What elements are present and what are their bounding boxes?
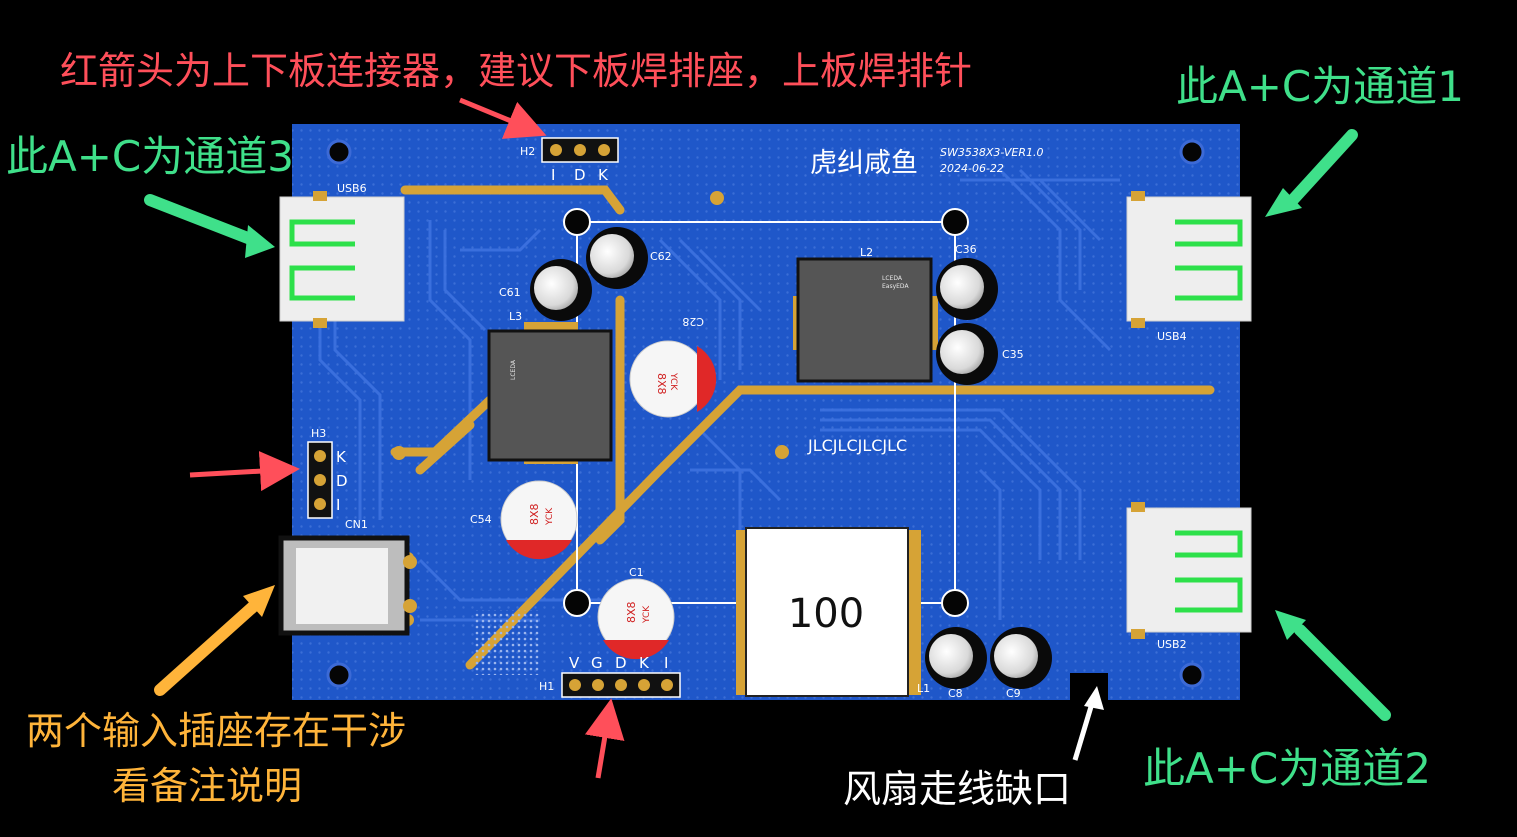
h1-header <box>561 672 681 698</box>
h1-ref: H1 <box>539 680 554 693</box>
input-note-line2: 看备注说明 <box>112 764 303 808</box>
c8-ref: C8 <box>948 687 963 700</box>
mounting-holes <box>326 139 1205 688</box>
cap-marking-c1: 8X8 <box>625 601 638 623</box>
cap-brand-c28: YCK <box>668 372 678 391</box>
l1-ref: L1 <box>917 682 930 695</box>
cap-brand-c54: YCK <box>545 507 555 526</box>
input-note-line1: 两个输入插座存在干涉 <box>26 709 407 753</box>
h3-ref: H3 <box>311 427 326 440</box>
cap-marking-c28: 8X8 <box>655 373 668 395</box>
via-grid <box>475 610 540 675</box>
usb6-ref: USB6 <box>337 182 367 195</box>
h2-pin-1: I <box>551 166 555 184</box>
chip-mark-l2-b: EasyEDA <box>882 283 909 290</box>
h3-pin-3: I <box>336 496 340 514</box>
h3-pin-1: K <box>336 448 347 466</box>
inductor-l3 <box>487 322 613 464</box>
c1-ref: C1 <box>629 566 644 579</box>
usb2-ref: USB2 <box>1157 638 1187 651</box>
c35-ref: C35 <box>1002 348 1024 361</box>
inductor-value: 100 <box>788 591 864 637</box>
cn1-connector <box>278 535 417 636</box>
usb4-ref: USB4 <box>1157 330 1187 343</box>
h1-pin-2: G <box>591 654 603 672</box>
h2-ref: H2 <box>520 145 535 158</box>
l2-ref: L2 <box>860 246 873 259</box>
date-label: 2024-06-22 <box>940 162 1004 175</box>
fan-notch-note: 风扇走线缺口 <box>843 767 1072 811</box>
channel2-label: 此A+C为通道2 <box>1143 744 1431 793</box>
c28-ref: C28 <box>682 315 704 328</box>
h2-pin-3: K <box>598 166 609 184</box>
h1-pin-4: K <box>639 654 650 672</box>
chip-mark-l2-a: LCEDA <box>882 275 903 282</box>
fan-notch <box>1070 673 1108 701</box>
red-capacitors <box>500 340 717 660</box>
usb4-port <box>1126 191 1252 328</box>
c9-ref: C9 <box>1006 687 1021 700</box>
h1-pin-5: I <box>664 654 668 672</box>
h3-pin-2: D <box>336 472 348 490</box>
c62-ref: C62 <box>650 250 672 263</box>
inductor-l2 <box>793 257 938 383</box>
cap-brand-c1: YCK <box>642 605 652 624</box>
c54-ref: C54 <box>470 513 492 526</box>
dark-capacitors <box>530 227 1052 689</box>
channel1-label: 此A+C为通道1 <box>1176 62 1464 111</box>
chip-mark-l3: LCEDA <box>510 359 517 380</box>
channel3-label: 此A+C为通道3 <box>6 132 294 181</box>
power-traces <box>390 185 1215 670</box>
h2-pin-2: D <box>574 166 586 184</box>
jlc-mark: JLCJLCJLCJLC <box>807 436 907 455</box>
l3-ref: L3 <box>509 310 522 323</box>
usb2-port <box>1126 502 1252 639</box>
h3-header <box>307 441 333 519</box>
c61-ref: C61 <box>499 286 521 299</box>
h1-pin-3: D <box>615 654 627 672</box>
usb6-port <box>279 191 405 328</box>
model-label: SW3538X3-VER1.0 <box>940 146 1044 159</box>
brand-label: 虎纠咸鱼 <box>810 148 918 179</box>
cap-marking-c54: 8X8 <box>528 503 541 525</box>
annotation-arrows <box>144 97 1391 779</box>
h1-pin-1: V <box>569 654 580 672</box>
c36-ref: C36 <box>955 243 977 256</box>
corner-vias <box>563 208 969 617</box>
cn1-ref: CN1 <box>345 518 368 531</box>
inductor-l1 <box>736 527 921 697</box>
h2-header <box>541 137 619 163</box>
top-connector-note: 红箭头为上下板连接器，建议下板焊排座，上板焊排针 <box>60 49 973 93</box>
